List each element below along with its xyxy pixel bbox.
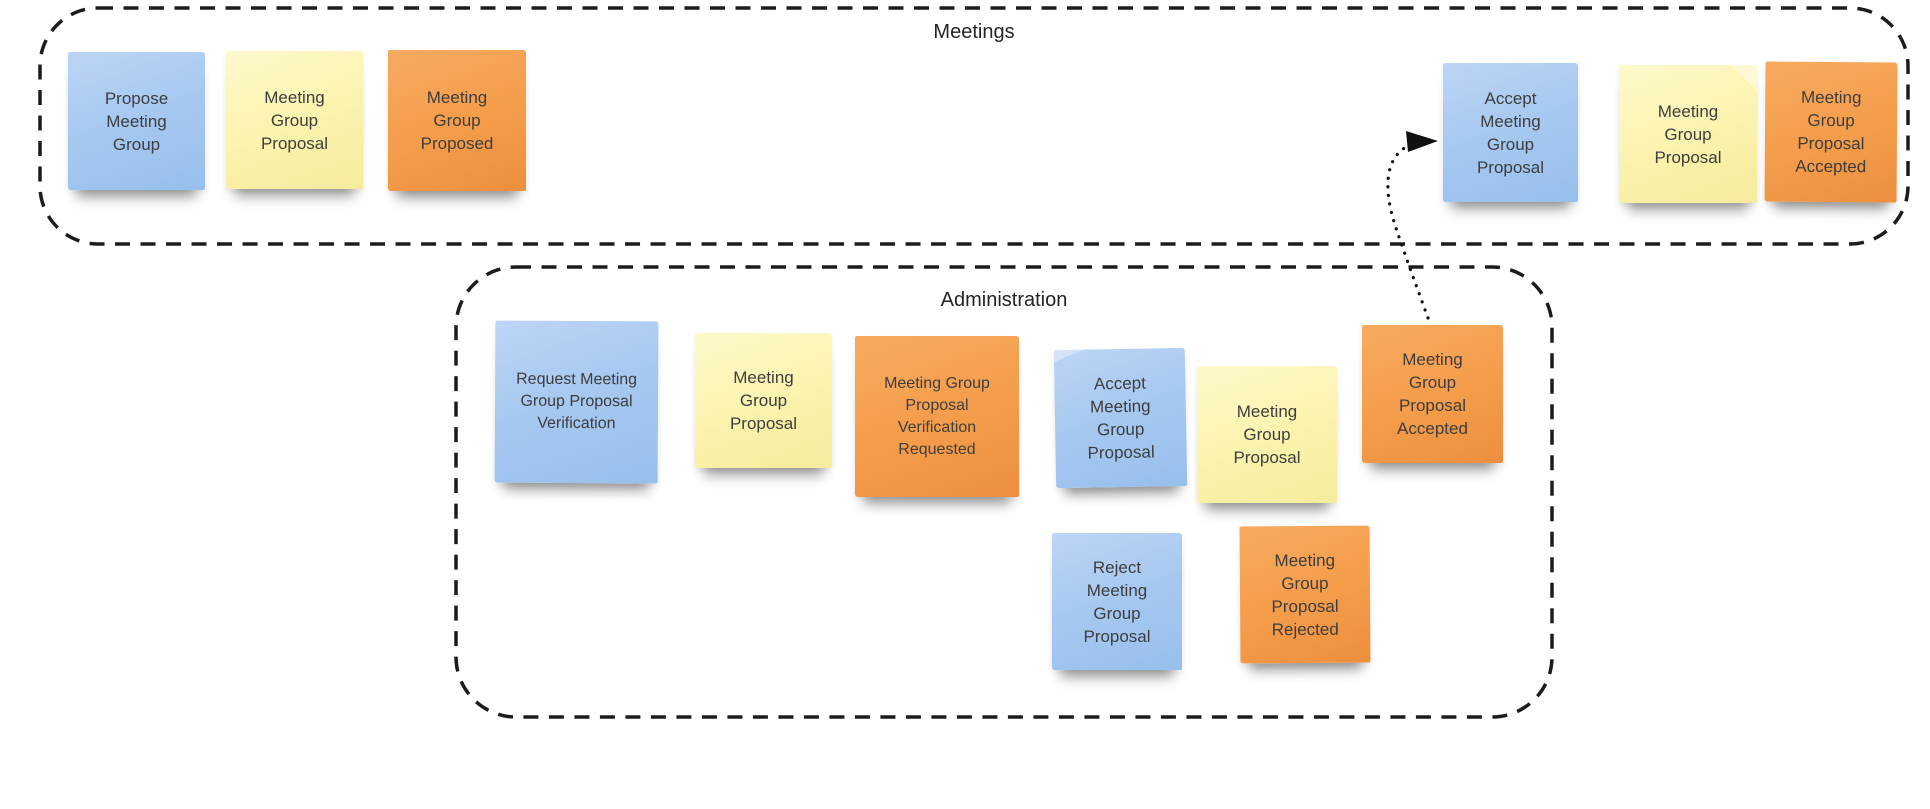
meetings-frame-border[interactable]	[38, 6, 1910, 246]
sticky-note-meeting-group-proposal-accepted-administration[interactable]: Meeting Group Proposal Accepted	[1362, 325, 1503, 463]
sticky-note-label: Meeting Group Proposal	[1654, 101, 1722, 167]
sticky-note-request-meeting-group-proposal-verification[interactable]: Request Meeting Group Proposal Verificat…	[494, 320, 659, 484]
sticky-note-label: Propose Meeting Group	[104, 88, 169, 154]
sticky-note-accept-meeting-group-proposal-meetings[interactable]: Accept Meeting Group Proposal	[1443, 63, 1578, 202]
sticky-note-label: Meeting Group Proposal Accepted	[1795, 87, 1867, 177]
sticky-note-label: Request Meeting Group Proposal Verificat…	[516, 370, 638, 433]
sticky-note-meeting-group-proposed[interactable]: Meeting Group Proposed	[388, 50, 526, 191]
sticky-note-accept-meeting-group-proposal-administration[interactable]: Accept Meeting Group Proposal	[1053, 347, 1188, 489]
sticky-note-meeting-group-proposal-meetings-left[interactable]: Meeting Group Proposal	[226, 51, 363, 189]
sticky-note-meeting-group-proposal-administration-left[interactable]: Meeting Group Proposal	[695, 333, 832, 468]
sticky-note-label: Meeting Group Proposal Rejected	[1271, 550, 1339, 639]
dotted-connector-line	[1386, 145, 1430, 320]
sticky-note-reject-meeting-group-proposal[interactable]: Reject Meeting Group Proposal	[1052, 533, 1182, 670]
sticky-note-label: Meeting Group Proposal Verification Requ…	[884, 374, 990, 458]
administration-frame-border[interactable]	[454, 265, 1554, 719]
sticky-note-meeting-group-proposal-rejected[interactable]: Meeting Group Proposal Rejected	[1239, 525, 1371, 664]
sticky-note-propose-meeting-group[interactable]: Propose Meeting Group	[68, 52, 205, 190]
sticky-note-label: Meeting Group Proposal	[1233, 402, 1301, 467]
sticky-note-meeting-group-proposal-administration-right[interactable]: Meeting Group Proposal	[1197, 366, 1337, 503]
sticky-note-label: Meeting Group Proposal	[729, 368, 798, 433]
sticky-note-label: Accept Meeting Group Proposal	[1476, 88, 1545, 177]
sticky-note-label: Accept Meeting Group Proposal	[1087, 373, 1155, 463]
sticky-note-label: Meeting Group Proposal	[260, 87, 329, 153]
sticky-note-meeting-group-proposal-verification-requested[interactable]: Meeting Group Proposal Verification Requ…	[855, 336, 1019, 497]
meetings-frame-title: Meetings	[933, 21, 1015, 43]
sticky-note-label: Reject Meeting Group Proposal	[1083, 557, 1151, 646]
administration-frame-title: Administration	[940, 289, 1068, 311]
sticky-note-label: Meeting Group Proposed	[420, 88, 494, 153]
dotted-arrow-connector[interactable]	[1386, 131, 1438, 320]
sticky-note-meeting-group-proposal-meetings-right[interactable]: Meeting Group Proposal	[1619, 65, 1757, 203]
sticky-note-meeting-group-proposal-accepted-meetings[interactable]: Meeting Group Proposal Accepted	[1764, 61, 1898, 203]
arrowhead-icon	[1406, 131, 1438, 152]
sticky-note-label: Meeting Group Proposal Accepted	[1397, 350, 1468, 438]
